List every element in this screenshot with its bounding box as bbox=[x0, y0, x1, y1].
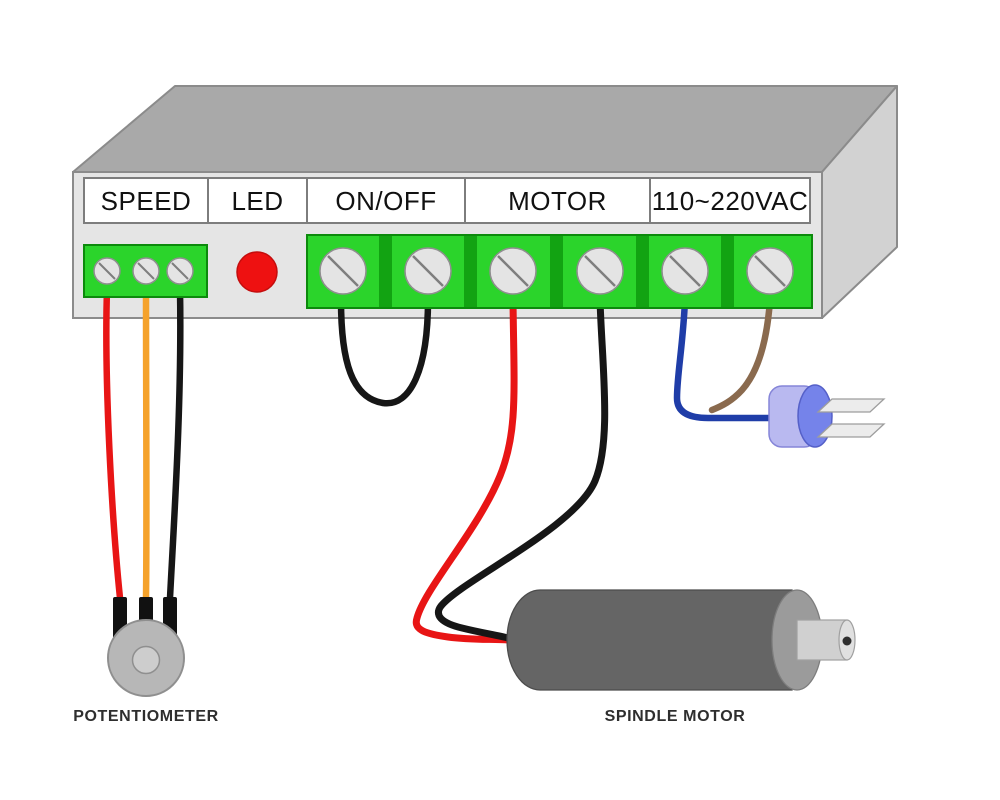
onoff-screw-slot-1 bbox=[327, 255, 359, 287]
ac-plug-prong-top bbox=[816, 398, 886, 413]
component-captions: POTENTIOMETER SPINDLE MOTOR bbox=[73, 708, 745, 725]
speed-wire-black bbox=[166, 286, 184, 602]
label-speed: SPEED bbox=[101, 186, 192, 216]
spindle-motor bbox=[506, 589, 856, 691]
terminal-separators bbox=[379, 236, 734, 307]
potentiometer-caption: POTENTIOMETER bbox=[73, 708, 219, 725]
ac-plug-prongs bbox=[816, 398, 886, 438]
speed-terminal-screws bbox=[93, 257, 194, 285]
speed-wire-red bbox=[103, 286, 124, 602]
terminal-separator-5 bbox=[721, 236, 734, 307]
potentiometer-shaft bbox=[131, 645, 161, 675]
label-box-motor bbox=[464, 177, 651, 224]
wires bbox=[103, 286, 774, 644]
onoff-jumper-wire bbox=[337, 296, 432, 407]
motor-wire-red bbox=[412, 296, 518, 644]
panel-label-texts: SPEED LED ON/OFF MOTOR 110~220VAC bbox=[101, 186, 809, 216]
label-led: LED bbox=[231, 186, 283, 216]
speed-screw-slot-3 bbox=[171, 262, 189, 280]
terminal-separator-2 bbox=[464, 236, 477, 307]
motor-wire-black bbox=[434, 296, 609, 642]
ac-plug-prong-bottom bbox=[816, 423, 886, 438]
main-terminal-strip bbox=[306, 234, 813, 309]
label-box-led bbox=[207, 177, 308, 224]
controller-box-top-face bbox=[72, 85, 898, 173]
ac-plug bbox=[768, 384, 886, 448]
ac-wire-blue bbox=[673, 296, 774, 422]
panel-label-strip bbox=[83, 177, 811, 224]
spindle-motor-caption: SPINDLE MOTOR bbox=[605, 708, 746, 725]
spindle-motor-shaft-hole bbox=[842, 636, 852, 646]
vac-screw-slot-2 bbox=[754, 255, 786, 287]
label-motor: MOTOR bbox=[508, 186, 607, 216]
potentiometer bbox=[107, 597, 185, 697]
terminal-separator-4 bbox=[636, 236, 649, 307]
motor-screw-slot-1 bbox=[497, 255, 529, 287]
label-box-vac bbox=[649, 177, 811, 224]
onoff-screw-slot-2 bbox=[412, 255, 444, 287]
speed-screw-slot-1 bbox=[98, 262, 116, 280]
speed-terminal-block bbox=[83, 244, 208, 298]
speed-screw-slot-2 bbox=[137, 262, 155, 280]
main-screw-slots bbox=[327, 255, 786, 287]
label-onoff: ON/OFF bbox=[335, 186, 436, 216]
led-indicator bbox=[236, 251, 278, 293]
ac-wire-brown bbox=[708, 296, 774, 414]
spindle-motor-body bbox=[506, 589, 793, 691]
label-vac: 110~220VAC bbox=[652, 186, 809, 216]
terminal-separator-1 bbox=[379, 236, 392, 307]
motor-screw-slot-2 bbox=[584, 255, 616, 287]
vac-screw-slot-1 bbox=[669, 255, 701, 287]
speed-screw-slots bbox=[98, 262, 189, 280]
ac-plug-face bbox=[797, 384, 833, 448]
terminal-separator-3 bbox=[550, 236, 563, 307]
